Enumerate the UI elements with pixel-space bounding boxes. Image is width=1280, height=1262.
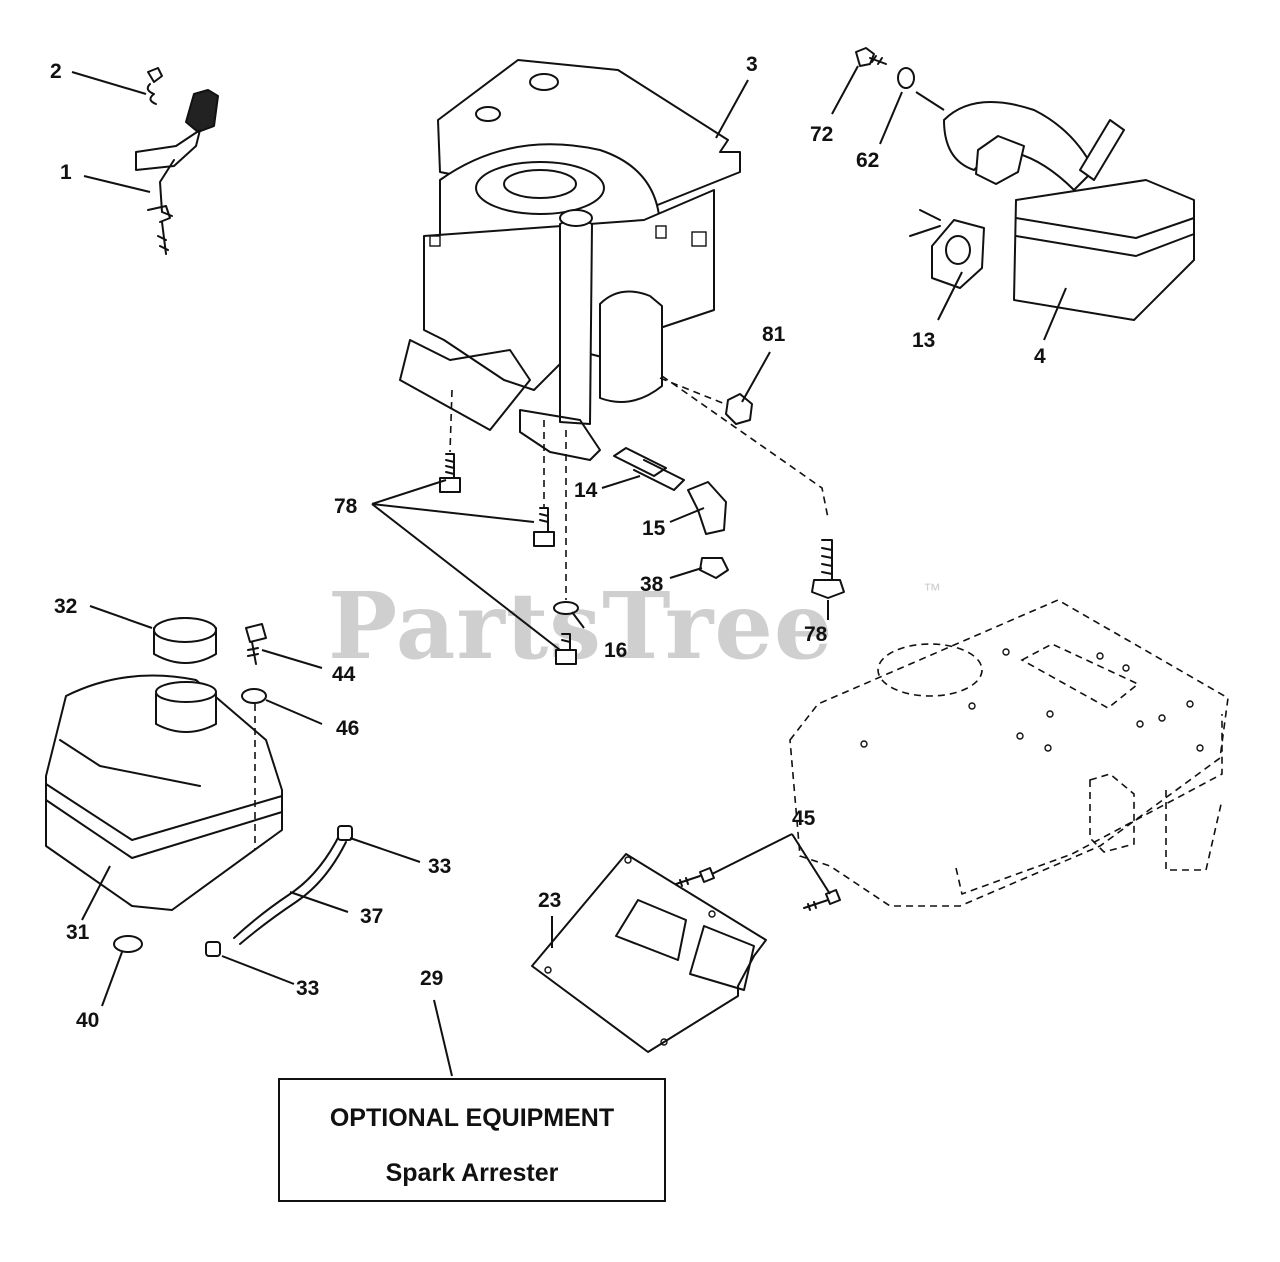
engine-bolt-part[interactable] <box>439 453 845 665</box>
fuel-line-part[interactable] <box>233 833 341 939</box>
callout-40: 40 <box>76 1009 100 1032</box>
callout-32: 32 <box>54 595 78 618</box>
heat-shield-part[interactable] <box>531 853 767 1053</box>
muffler-part[interactable] <box>943 101 1195 321</box>
tank-screw-part[interactable] <box>245 623 267 665</box>
callout-13: 13 <box>912 329 936 352</box>
optional-equipment-box: OPTIONAL EQUIPMENT Spark Arrester <box>278 1078 666 1202</box>
frame-outline <box>789 599 1229 907</box>
callout-3: 3 <box>746 53 758 76</box>
engine-part[interactable] <box>399 59 741 461</box>
callout-14: 14 <box>574 479 598 502</box>
leader-lines <box>71 65 1067 1077</box>
callout-33-upper: 33 <box>428 855 452 878</box>
callout-72: 72 <box>810 123 834 146</box>
callout-1: 1 <box>60 161 72 184</box>
callout-44: 44 <box>332 663 356 686</box>
washer-part[interactable] <box>553 601 579 615</box>
optional-equipment-title: OPTIONAL EQUIPMENT <box>329 1104 615 1132</box>
callout-33-lower: 33 <box>296 977 320 1000</box>
callout-29: 29 <box>420 967 444 990</box>
callout-15: 15 <box>642 517 666 540</box>
tank-washer-part[interactable] <box>241 688 267 704</box>
callout-78-right: 78 <box>804 623 828 646</box>
callout-4: 4 <box>1034 345 1046 368</box>
callout-78-left: 78 <box>334 495 358 518</box>
trademark-symbol: ™ <box>923 580 941 600</box>
callout-37: 37 <box>360 905 384 928</box>
callout-46: 46 <box>336 717 360 740</box>
exhaust-gasket-part[interactable] <box>931 219 985 289</box>
callout-16: 16 <box>604 639 628 662</box>
muffler-bolt-part[interactable] <box>855 47 887 67</box>
lock-washer-part[interactable] <box>897 67 915 89</box>
parts-tree-watermark: PartsTree <box>328 572 834 680</box>
callout-62: 62 <box>856 149 880 172</box>
spark-arrester-label: Spark Arrester <box>385 1159 559 1187</box>
throttle-control-part[interactable] <box>135 67 219 255</box>
fuel-cap-part[interactable] <box>153 617 217 664</box>
hose-clamp-lower-part[interactable] <box>205 941 221 957</box>
callout-23: 23 <box>538 889 562 912</box>
callout-81: 81 <box>762 323 786 346</box>
fuel-tank-part[interactable] <box>45 674 283 911</box>
callout-31: 31 <box>66 921 90 944</box>
callout-2: 2 <box>50 60 62 83</box>
callout-38: 38 <box>640 573 664 596</box>
callout-45: 45 <box>792 807 816 830</box>
hose-clamp-part[interactable] <box>337 825 353 841</box>
fuel-fittings-part[interactable] <box>613 393 753 579</box>
grommet-part[interactable] <box>113 935 143 953</box>
